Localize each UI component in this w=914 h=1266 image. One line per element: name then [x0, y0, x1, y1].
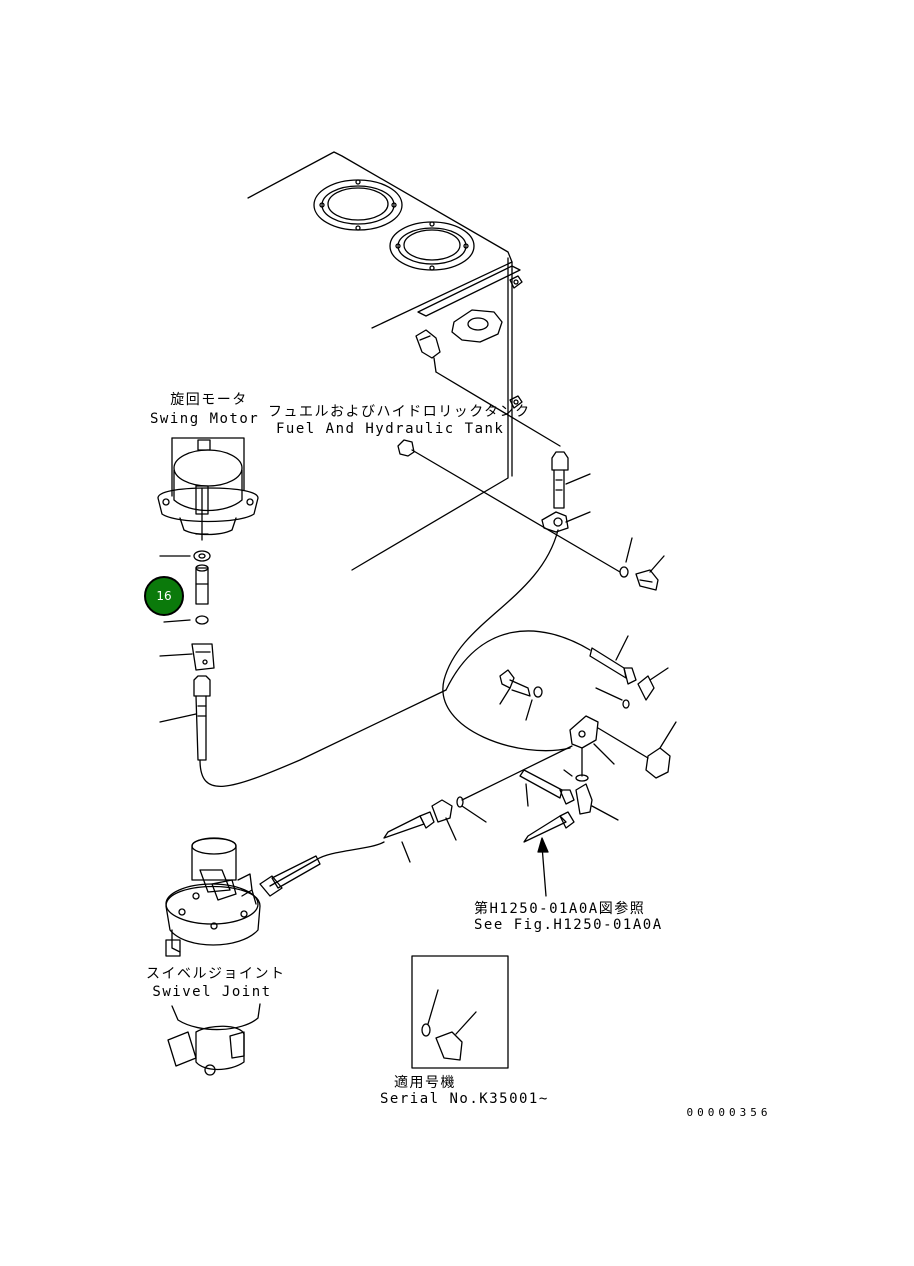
o-ring-2-icon	[456, 796, 464, 808]
washer-2-icon	[533, 686, 543, 698]
hose-fitting-left-icon	[193, 675, 211, 761]
tee-fitting-icon	[191, 643, 215, 671]
washer-icon	[619, 566, 629, 578]
hose-end-3-icon	[383, 811, 435, 839]
tank-label-jp: フュエルおよびハイドロリックタンク	[268, 404, 531, 420]
drawing-number: 00000356	[686, 1106, 772, 1119]
swivel-joint-label-jp: スイベルジョイント	[146, 966, 286, 982]
swivel-joint-label-en: Swivel Joint	[152, 984, 272, 1000]
arrow-pointer-icon	[537, 837, 549, 897]
tank-port-1-icon	[313, 179, 403, 231]
hose-line-2	[199, 689, 447, 788]
adapter-2-icon	[431, 799, 453, 823]
o-ring-3-icon	[195, 615, 209, 625]
adapter-icon	[637, 675, 655, 701]
swing-motor-icon	[157, 437, 259, 541]
o-ring-icon	[622, 699, 630, 709]
bolt-2-icon	[499, 669, 531, 697]
see-fig-label-jp: 第H1250-01A0A図参照	[474, 901, 646, 917]
block-icon	[569, 715, 599, 749]
hose-end-swivel-icon	[259, 855, 321, 897]
hose-end-right-icon	[589, 647, 637, 685]
tank-label-en: Fuel And Hydraulic Tank	[276, 421, 505, 437]
detail-box	[411, 955, 509, 1069]
cap-icon	[645, 747, 671, 779]
see-fig-label-en: See Fig.H1250-01A0A	[474, 917, 663, 933]
bolt-icon	[635, 569, 659, 591]
hose-line-3	[269, 841, 385, 887]
swivel-joint-icon	[165, 837, 261, 1076]
nut-icon	[397, 439, 415, 457]
hose-end-lower-icon	[519, 769, 575, 805]
callout-badge-16[interactable]: 16	[144, 576, 184, 616]
serial-label-en: Serial No.K35001~	[380, 1091, 549, 1107]
tank-port-2-icon	[389, 221, 475, 271]
swing-motor-label-jp: 旋回モータ	[170, 392, 248, 408]
hose-line	[442, 529, 571, 752]
serial-label-jp: 適用号機	[394, 1075, 456, 1091]
washer-3-icon	[193, 550, 211, 562]
tube-line	[435, 371, 561, 447]
hose-fitting-top-icon	[551, 451, 569, 509]
tank-outline	[247, 151, 523, 571]
elbow-2-icon	[575, 783, 593, 815]
fitting-16-icon	[195, 564, 209, 605]
elbow-fitting-icon	[415, 329, 441, 373]
tank-flange-icon	[451, 309, 503, 343]
hose-end-lower-2-icon	[523, 811, 575, 843]
swing-motor-label-en: Swing Motor	[150, 411, 260, 427]
